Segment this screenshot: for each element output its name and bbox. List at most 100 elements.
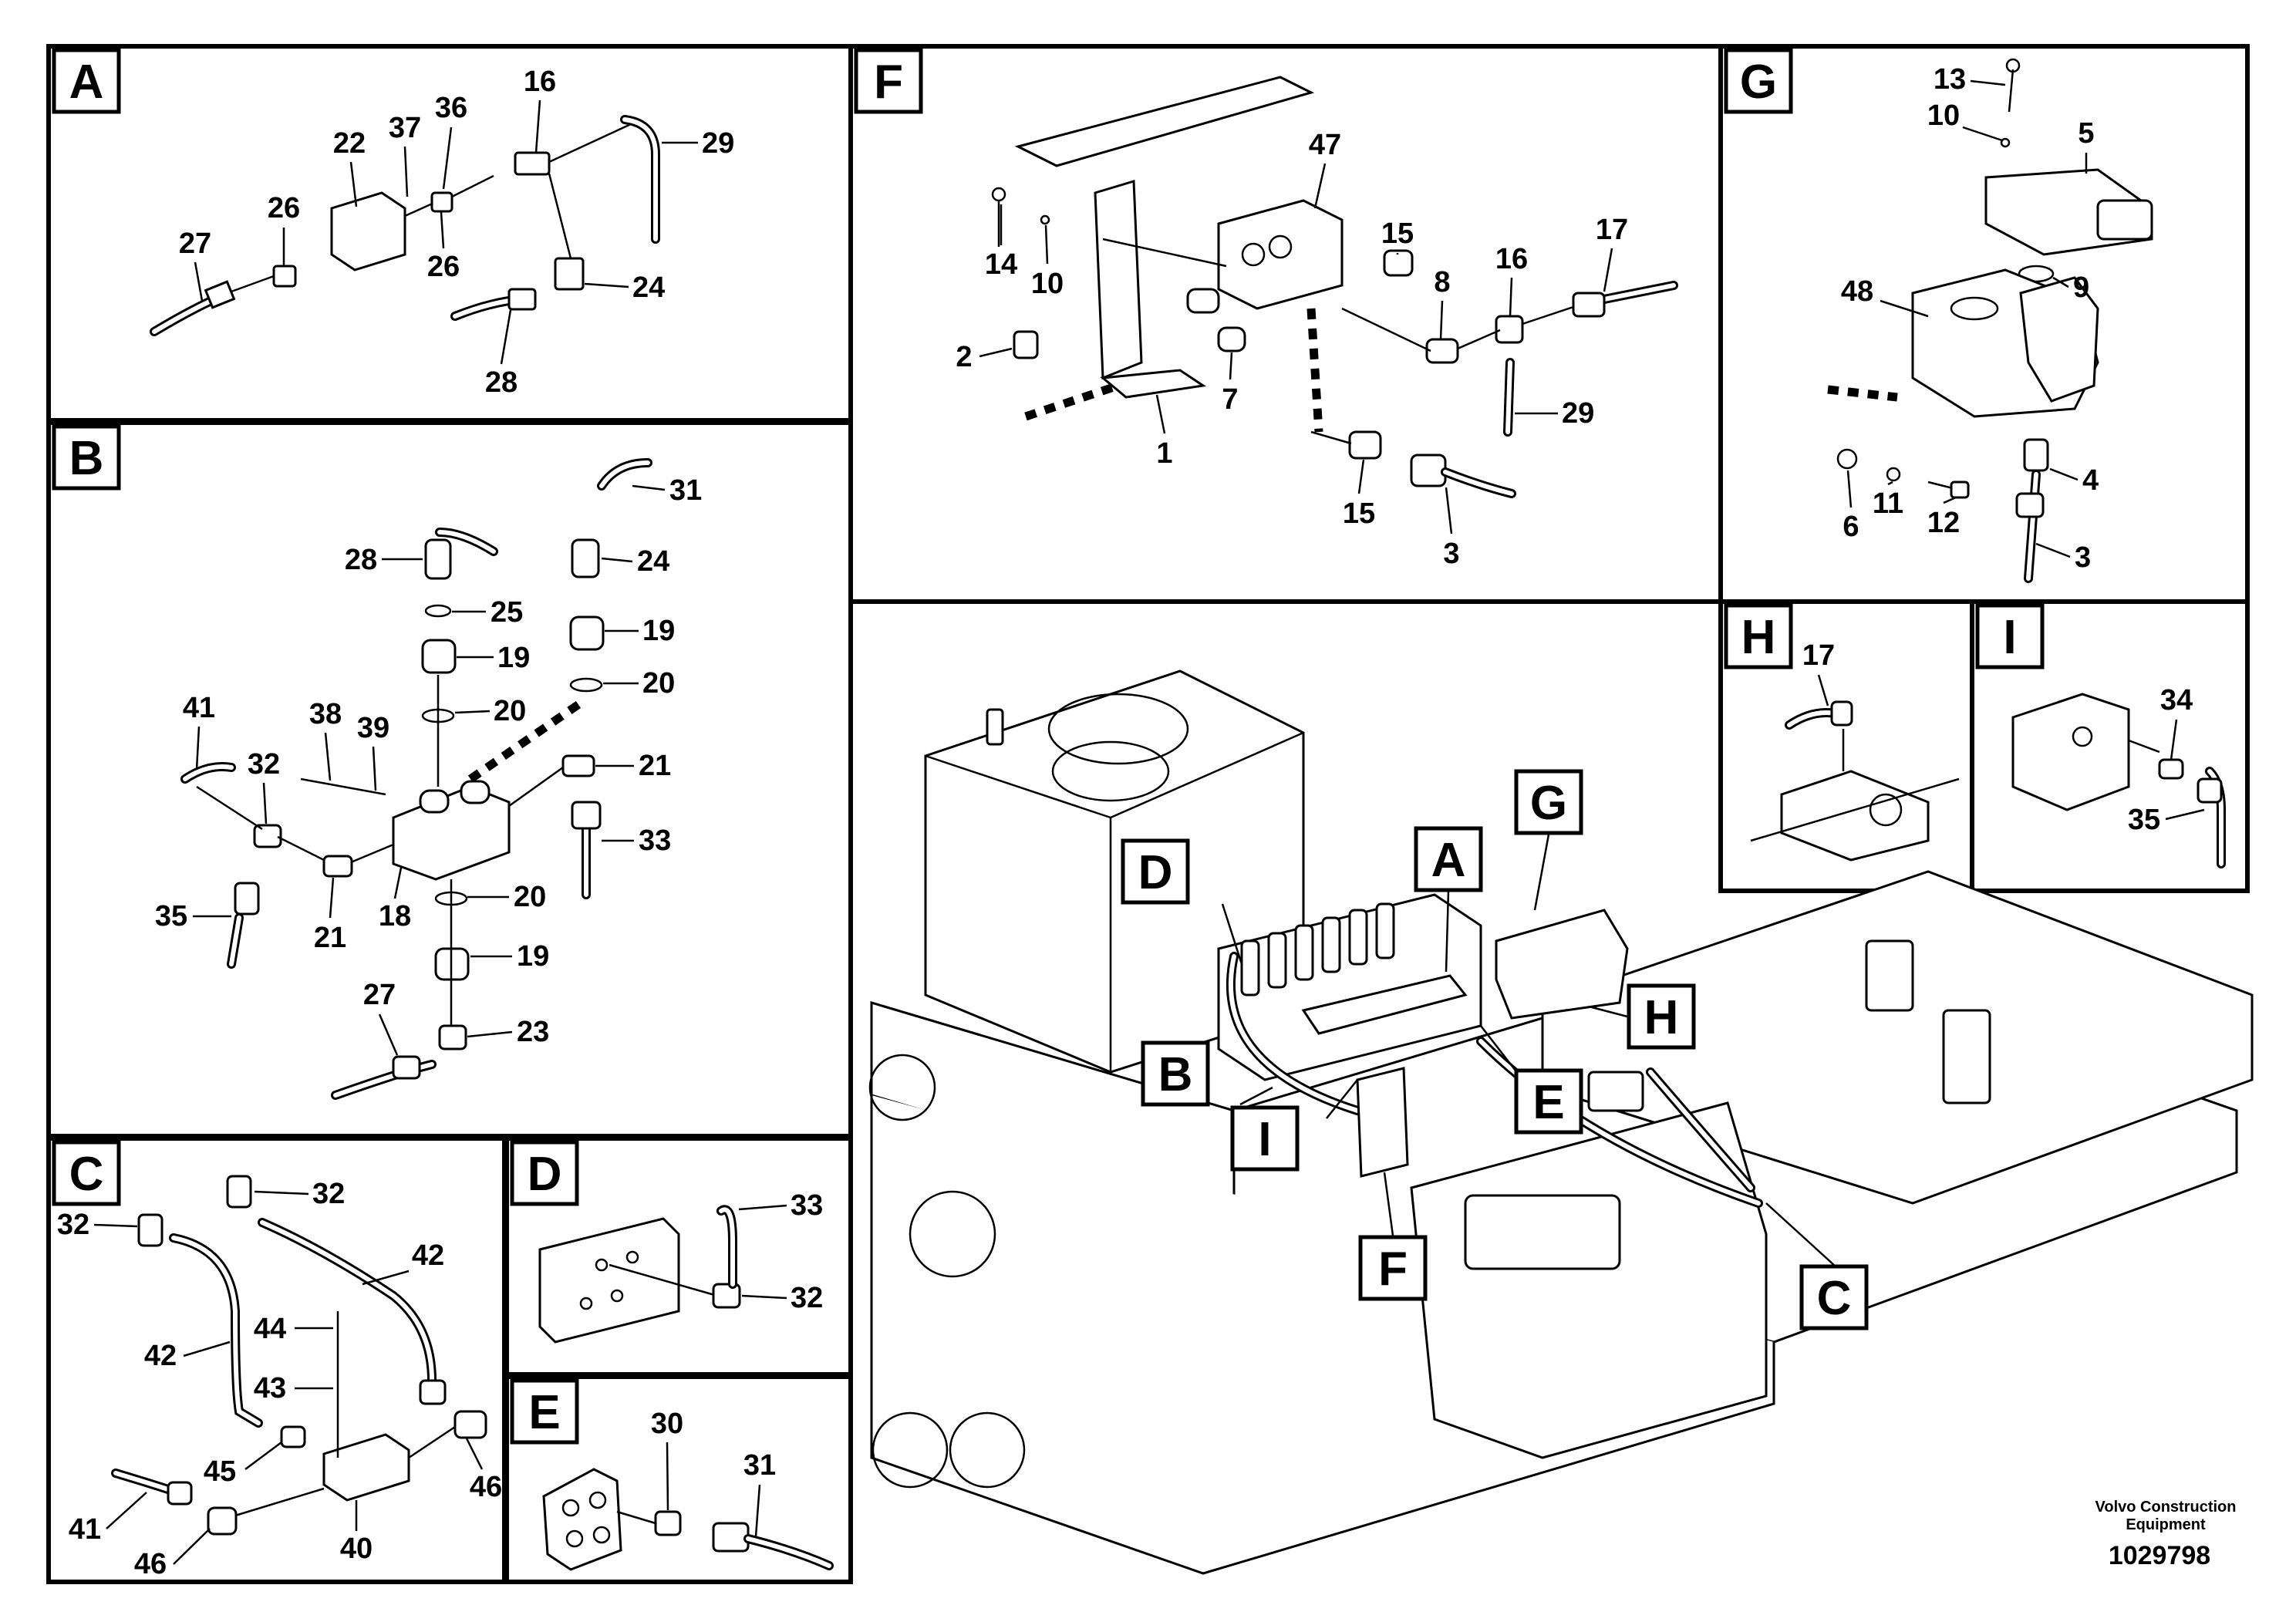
panel-e-tag-box — [510, 1378, 579, 1445]
panel-b-label: 28 — [345, 544, 377, 576]
callout-b-box — [1141, 1040, 1210, 1107]
callout-d-box — [1121, 838, 1190, 905]
callout-c: C — [1817, 1272, 1852, 1325]
callout-g: G — [1530, 777, 1567, 830]
panel-f-label: 47 — [1309, 129, 1341, 161]
panel-f-border — [848, 44, 1723, 604]
panel-g-label: 11 — [1873, 487, 1903, 520]
panel-g-label: 5 — [2078, 117, 2094, 150]
panel-b-label: 19 — [497, 642, 530, 674]
panel-c-label: 32 — [57, 1209, 89, 1241]
panel-a-label: 16 — [524, 66, 556, 98]
panel-g-tag: G — [1740, 56, 1777, 109]
panel-i-label: 34 — [2160, 684, 2193, 717]
callout-e: E — [1532, 1076, 1564, 1129]
panel-f-tag-box — [854, 48, 923, 114]
panel-h-tag-box — [1724, 603, 1793, 669]
overview-drawing: Volvo Construction Equipment 1029798 — [868, 669, 2254, 1575]
panel-c-tag: C — [69, 1148, 104, 1201]
panel-g-label: 9 — [2073, 271, 2089, 304]
panel-e-tag: E — [528, 1386, 560, 1439]
panel-g-label: 4 — [2082, 464, 2099, 497]
panel-c-label: 42 — [412, 1239, 444, 1272]
callout-b: B — [1158, 1048, 1193, 1101]
panel-d-tag: D — [528, 1148, 562, 1201]
panel-b-label: 39 — [357, 712, 389, 744]
panel-c: C 32 32 42 42 44 43 45 46 41 46 — [52, 1140, 502, 1580]
callout-h-box — [1627, 983, 1696, 1050]
panel-f-label: 14 — [985, 248, 1017, 281]
panel-b-label: 35 — [155, 900, 187, 932]
panel-h: H 17 — [1724, 603, 1960, 862]
panel-f-label: 15 — [1343, 497, 1375, 530]
panel-c-label: 41 — [69, 1513, 101, 1546]
panel-b-label: 25 — [491, 596, 523, 629]
callout-f: F — [1378, 1243, 1408, 1296]
panel-d-label: 32 — [791, 1282, 823, 1314]
panel-c-label: 43 — [254, 1372, 286, 1404]
panel-d: D 33 32 — [510, 1140, 823, 1344]
callout-h: H — [1644, 991, 1679, 1044]
panel-f-label: 1 — [1156, 437, 1172, 470]
panel-i-border — [1970, 599, 2250, 893]
panel-h-label: 17 — [1802, 639, 1835, 672]
panel-e-border — [504, 1374, 853, 1584]
panel-e: E 30 31 — [510, 1378, 834, 1571]
panel-b: B 31 28 — [52, 424, 702, 1100]
panel-f-label: 17 — [1596, 214, 1628, 246]
panel-d-label: 33 — [791, 1189, 823, 1222]
panel-f-label: 29 — [1562, 397, 1594, 430]
panel-f-tag: F — [874, 56, 903, 109]
panel-i-tag: I — [2003, 611, 2016, 664]
panel-borders — [46, 44, 2250, 1584]
panel-c-label: 46 — [134, 1548, 167, 1580]
panel-a-label: 36 — [435, 92, 467, 124]
panel-c-label: 32 — [312, 1178, 345, 1210]
panel-i-label: 35 — [2128, 804, 2160, 836]
panel-g-label: 48 — [1841, 275, 1873, 308]
panel-b-label: 31 — [669, 474, 702, 507]
panel-i: I 34 35 — [1975, 603, 2226, 868]
panel-a-label: 26 — [427, 251, 460, 283]
panel-a-label: 29 — [702, 127, 734, 160]
panel-b-label: 38 — [309, 698, 342, 730]
panel-b-label: 19 — [517, 940, 549, 973]
panel-h-tag: H — [1741, 611, 1776, 664]
callout-c-box — [1799, 1264, 1869, 1330]
panel-b-label: 41 — [183, 692, 215, 724]
panel-c-tag-box — [52, 1140, 121, 1206]
panel-g: G 13 10 5 48 9 4 6 11 12 3 — [1724, 48, 2153, 583]
panel-b-label: 32 — [248, 748, 280, 781]
callout-e-box — [1514, 1068, 1583, 1135]
panel-a-label: 26 — [268, 192, 300, 224]
panel-b-label: 27 — [363, 979, 396, 1011]
panel-f-label: 2 — [956, 341, 972, 373]
panel-b-label: 24 — [637, 545, 669, 578]
maker-line2: Equipment — [2126, 1516, 2206, 1533]
panel-e-label: 30 — [651, 1408, 683, 1440]
panel-a-label: 37 — [389, 112, 421, 144]
panel-f-label: 10 — [1031, 268, 1064, 300]
panel-c-label: 45 — [204, 1455, 236, 1488]
panel-a-tag: A — [69, 56, 104, 109]
panel-b-label: 23 — [517, 1016, 549, 1048]
panel-g-tag-box — [1724, 48, 1793, 114]
panel-b-label: 20 — [642, 667, 675, 700]
panel-b-label: 18 — [379, 900, 411, 932]
drawing-number: 1029798 — [2109, 1541, 2210, 1570]
panel-b-label: 20 — [514, 881, 546, 913]
panel-e-label: 31 — [743, 1449, 776, 1482]
panel-b-label: 21 — [314, 922, 346, 954]
panel-a-label: 24 — [632, 271, 665, 304]
panel-f-label: 16 — [1495, 243, 1528, 275]
panel-g-label: 12 — [1927, 507, 1960, 539]
overview-callouts: D A G B E H I F C — [1121, 769, 1869, 1330]
panel-f-label: 7 — [1222, 383, 1238, 416]
callout-a: A — [1431, 834, 1466, 887]
panel-g-label: 6 — [1843, 511, 1859, 543]
panel-b-label: 20 — [494, 695, 526, 727]
panel-f-label: 15 — [1381, 218, 1414, 250]
panel-g-label: 3 — [2075, 541, 2091, 574]
panel-b-label: 33 — [639, 824, 671, 857]
